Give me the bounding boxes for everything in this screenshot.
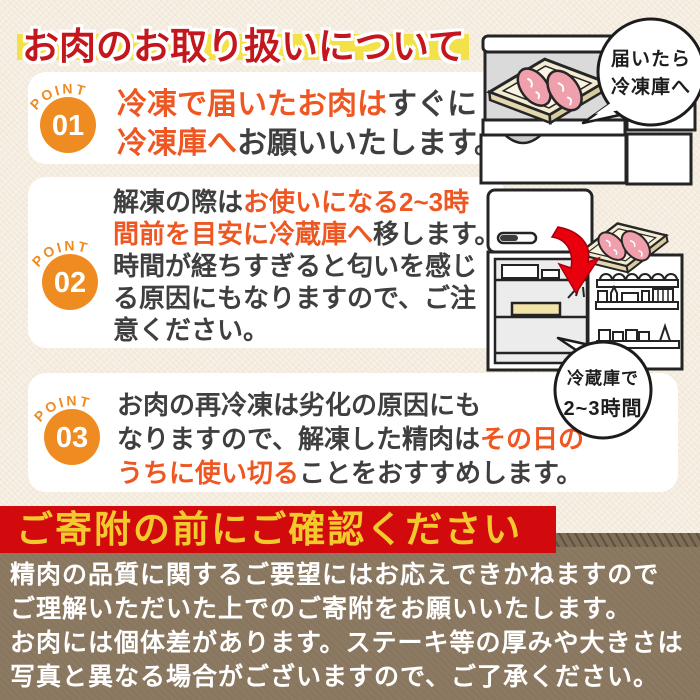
accent-text: 間前を目安に冷蔵庫へ	[113, 219, 374, 249]
freezer-side-lower	[625, 132, 693, 186]
notice-text: 精肉の品質に関するご要望にはお応えできかねますので ご理解いただいた上でのご寄附…	[10, 558, 684, 694]
point-01-badge: POINT 01	[27, 80, 96, 153]
badge-circle	[42, 254, 98, 310]
accent-text: お使いになる2~3時	[243, 187, 470, 217]
speech-bubble-tail-fill	[595, 100, 621, 114]
text-line: なりますので、解凍した精肉はその日の	[117, 422, 584, 456]
meat-piece	[546, 69, 583, 112]
text-line: 冷凍庫へお願いいたします。	[117, 124, 504, 163]
door-item	[641, 290, 650, 303]
freezer-illustration: 届いたら 冷凍庫へ	[479, 17, 700, 186]
door-bottle	[610, 284, 618, 303]
bubble-text-line: 冷蔵庫で	[567, 368, 639, 388]
notice-line: お肉には個体差があります。ステーキ等の厚みや大きさは	[10, 629, 684, 657]
badge-number: 02	[54, 267, 86, 299]
door-shelf-rail	[595, 301, 679, 310]
notice-banner: ご寄附の前にご確認ください	[0, 506, 556, 553]
point-02-text: 解凍の際はお使いになる2~3時 間前を目安に冷蔵庫へ移します。 時間が経ちすぎる…	[113, 186, 500, 346]
freezer-drawer-top	[481, 118, 627, 137]
point-03-text: お肉の再冷凍は劣化の原因にも なりますので、解凍した精肉はその日の うちに使い切…	[117, 388, 584, 490]
text-line: お肉の再冷凍は劣化の原因にも	[117, 388, 584, 422]
plain-text: 移します。	[373, 219, 501, 249]
notice-body	[0, 547, 700, 700]
notice-line: 写真と異なる場合がございますので、ご了承ください。	[10, 663, 660, 691]
door-item	[597, 290, 608, 303]
notice-line: 精肉の品質に関するご要望にはお応えできかねますので	[10, 561, 660, 589]
meat-piece	[620, 230, 651, 262]
freezer-drawer-front	[479, 133, 628, 185]
meat-piece	[516, 67, 552, 107]
door-shelf-rail	[596, 279, 679, 288]
bubble-text-line: 冷凍庫へ	[611, 75, 691, 98]
meat-marbling	[526, 77, 573, 106]
page-title: お肉のお取り扱いについて	[22, 26, 465, 67]
accent-text: うちに使い切る	[117, 458, 300, 488]
accent-text: 冷凍で届いたお肉は	[117, 88, 387, 121]
point-03-badge: POINT 03	[31, 392, 100, 465]
accent-text: 冷凍庫へ	[117, 127, 237, 160]
badge-number: 03	[56, 422, 88, 454]
plain-text: すぐに	[387, 88, 477, 121]
plain-text: ことをおすすめします。	[299, 458, 583, 488]
badge-circle	[40, 97, 96, 153]
plain-text: 時間が経ちすぎると匂いを感じ	[113, 251, 478, 281]
accent-text: その日の	[479, 424, 584, 454]
point-01-text: 冷凍で届いたお肉はすぐに 冷凍庫へお願いいたします。	[117, 85, 504, 163]
meat-tray	[575, 222, 669, 275]
speech-bubble	[596, 17, 700, 127]
fridge-illustration	[486, 188, 684, 372]
food-container	[501, 264, 539, 279]
plain-text: 意ください。	[113, 315, 270, 345]
text-line: 意ください。	[113, 314, 500, 346]
text-line: 時間が経ちすぎると匂いを感じ	[113, 250, 500, 282]
point-01-card	[28, 72, 500, 164]
point-02-card	[28, 177, 505, 348]
meat-piece	[597, 231, 627, 261]
text-line: る原因にもなりますので、ご注	[113, 282, 500, 314]
plain-text: お願いいたします。	[237, 127, 504, 160]
plain-text: 解凍の際は	[113, 187, 244, 217]
text-line: 間前を目安に冷蔵庫へ移します。	[113, 218, 500, 250]
egg-row	[598, 273, 679, 281]
text-line: 冷凍で届いたお肉はすぐに	[117, 85, 504, 124]
bubble-text-line: 2~3時間	[564, 396, 643, 420]
door-item	[621, 292, 639, 303]
plain-text: なりますので、解凍した精肉は	[117, 424, 480, 454]
bubble-text-line: 届いたら	[611, 48, 691, 70]
badge-circle	[44, 409, 100, 465]
fridge-bubble: 冷蔵庫で 2~3時間	[553, 336, 653, 440]
meat-marbling	[605, 239, 643, 257]
fridge-door-handle-grip	[500, 235, 518, 241]
food-box	[541, 269, 560, 279]
text-line: 解凍の際はお使いになる2~3時	[113, 186, 500, 218]
butter-block	[510, 301, 562, 317]
meat-tray	[485, 57, 609, 125]
badge-number: 01	[52, 110, 84, 142]
text-line: うちに使い切ることをおすすめします。	[117, 456, 584, 490]
title-highlight-band	[17, 34, 469, 60]
plain-text: お肉の再冷凍は劣化の原因にも	[117, 390, 482, 420]
carton-stripes	[657, 289, 669, 302]
notice-line: ご理解いただいた上でのご寄附をお願いいたします。	[10, 595, 632, 623]
freezer-handle	[501, 133, 545, 145]
red-arrow	[550, 226, 601, 295]
point-02-badge: POINT 02	[29, 237, 98, 310]
speech-bubble	[553, 340, 653, 440]
plain-text: る原因にもなりますので、ご注	[113, 283, 476, 313]
